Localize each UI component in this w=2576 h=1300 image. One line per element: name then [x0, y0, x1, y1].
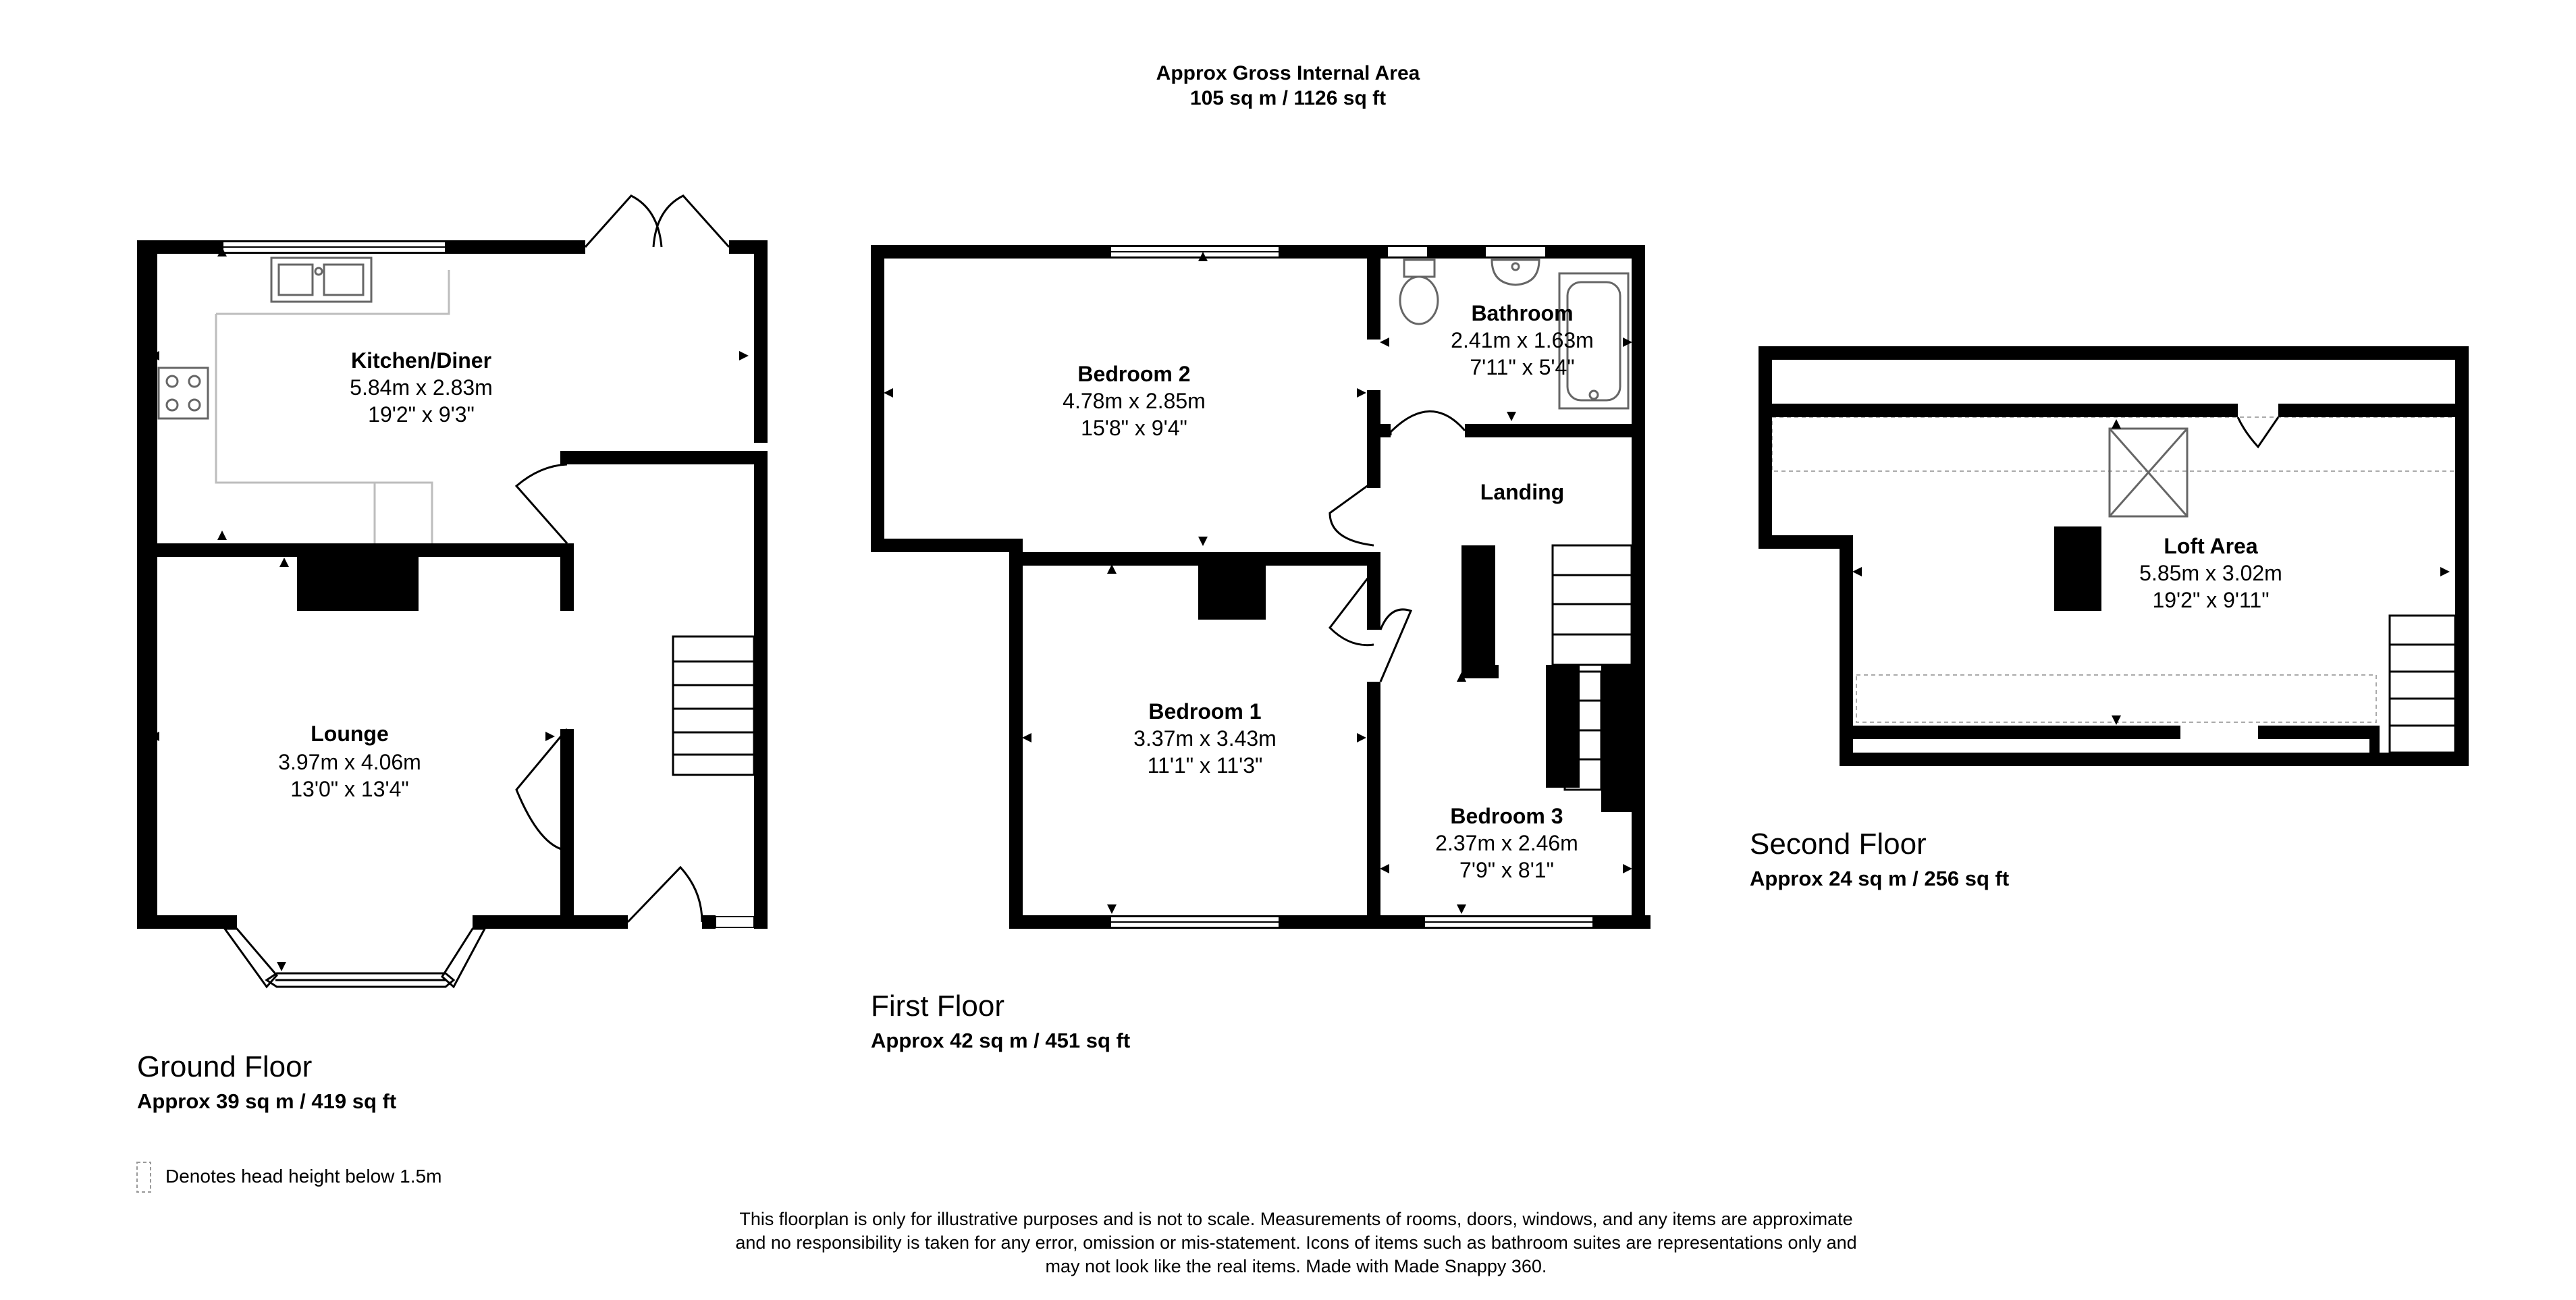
bathroom-door-swing — [1389, 410, 1466, 435]
kitchen-name: Kitchen/Diner — [351, 348, 491, 373]
first-walls — [871, 245, 1651, 929]
bedroom1-metric: 3.37m x 3.43m — [1133, 726, 1277, 751]
bathroom-imperial: 7'11" x 5'4" — [1470, 355, 1574, 379]
disclaimer-line-3: may not look like the real items. Made w… — [1046, 1256, 1547, 1276]
bedroom3-name: Bedroom 3 — [1450, 804, 1563, 828]
disclaimer-line-1: This floorplan is only for illustrative … — [739, 1209, 1852, 1229]
second-dimension-arrows — [1852, 419, 2450, 725]
legend-dashed-box — [136, 1162, 151, 1193]
header-area: 105 sq m / 1126 sq ft — [1190, 87, 1386, 109]
ground-stairs — [672, 635, 755, 776]
loft-metric: 5.85m x 3.02m — [2139, 561, 2282, 585]
lounge-name: Lounge — [311, 722, 389, 746]
french-doors — [584, 194, 730, 248]
bathroom-name: Bathroom — [1471, 301, 1573, 325]
bedroom3-door-swing — [1379, 608, 1413, 682]
kitchen-imperial: 19'2" x 9'3" — [368, 402, 475, 427]
kitchen-metric: 5.84m x 2.83m — [350, 375, 493, 400]
lounge-door-swing — [515, 728, 568, 852]
hall-window — [715, 916, 755, 928]
bedroom3-metric: 2.37m x 2.46m — [1435, 831, 1578, 855]
disclaimer-line-2: and no responsibility is taken for any e… — [735, 1233, 1856, 1253]
ground-floor-area: Approx 39 sq m / 419 sq ft — [137, 1089, 396, 1113]
toilet-icon — [1399, 259, 1439, 325]
lounge-imperial: 13'0" x 13'4" — [290, 777, 409, 801]
bedroom3-imperial: 7'9" x 8'1" — [1459, 858, 1554, 882]
bedroom2-door-swing — [1329, 480, 1374, 547]
bathroom-metric: 2.41m x 1.63m — [1451, 328, 1594, 352]
legend-text: Denotes head height below 1.5m — [165, 1166, 441, 1187]
kitchen-worktop — [215, 270, 450, 543]
bedroom2-metric: 4.78m x 2.85m — [1063, 389, 1206, 413]
ground-floor-label: Ground Floor — [137, 1050, 312, 1083]
second-floor-plan: Loft Area 5.85m x 3.02m 19'2" x 9'11" — [1759, 346, 2469, 766]
bedroom2-name: Bedroom 2 — [1077, 362, 1190, 386]
header-title: Approx Gross Internal Area — [1156, 62, 1420, 84]
first-dimension-arrows — [884, 252, 1632, 914]
bedroom1-door-swing — [1329, 570, 1375, 647]
sink-icon — [270, 256, 373, 303]
first-stairs — [1551, 544, 1633, 791]
loft-imperial: 19'2" x 9'11" — [2152, 588, 2269, 612]
ground-dimension-arrows — [150, 247, 749, 971]
kitchen-door-swing — [514, 463, 568, 544]
bedroom1-imperial: 11'1" x 11'3" — [1148, 753, 1263, 778]
ground-floor-plan: Kitchen/Diner 5.84m x 2.83m 19'2" x 9'3"… — [137, 194, 768, 989]
hob-icon — [157, 367, 209, 420]
loft-door-swing — [2236, 416, 2280, 449]
kitchen-window — [222, 241, 446, 253]
loft-name: Loft Area — [2164, 534, 2257, 558]
low-headroom-bottom — [1856, 674, 2377, 723]
second-floor-area: Approx 24 sq m / 256 sq ft — [1750, 867, 2009, 890]
bedroom2-imperial: 15'8" x 9'4" — [1081, 416, 1187, 440]
loft-stairs — [2388, 614, 2457, 754]
bathroom-window-left — [1387, 246, 1428, 258]
second-floor-label: Second Floor — [1750, 828, 1927, 861]
front-door-swing — [626, 865, 703, 923]
second-walls — [1759, 346, 2469, 766]
skylight-icon — [2108, 427, 2189, 518]
bathroom-window-right — [1484, 246, 1547, 258]
bay-window — [223, 927, 487, 989]
bedroom1-name: Bedroom 1 — [1148, 699, 1261, 724]
first-floor-area: Approx 42 sq m / 451 sq ft — [871, 1029, 1130, 1052]
first-floor-plan: Bedroom 2 4.78m x 2.85m 15'8" x 9'4" Bat… — [871, 245, 1651, 929]
ground-walls — [137, 240, 768, 929]
basin-icon — [1491, 259, 1540, 286]
lounge-metric: 3.97m x 4.06m — [278, 750, 421, 774]
landing-name: Landing — [1480, 480, 1564, 504]
first-floor-label: First Floor — [871, 990, 1004, 1023]
